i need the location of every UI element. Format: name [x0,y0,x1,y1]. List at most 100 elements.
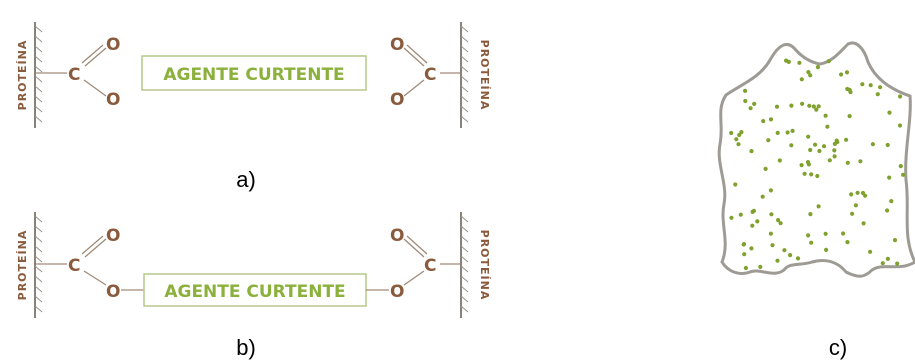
hide-dot [853,203,859,208]
hide-dot [738,212,743,217]
hide-dot [782,248,787,253]
hide-dot [776,218,781,223]
hide-dot [751,208,757,213]
hide-dot [760,194,765,199]
hide-dot [845,240,850,245]
hide-dot [823,231,828,236]
hide-dot [892,238,898,243]
hide-dot [807,103,812,108]
hide-dot [768,188,774,193]
hide-outline [717,41,915,278]
hide-dot [821,144,827,149]
hide-dot [844,70,850,75]
hide-dot [743,88,748,93]
hide-dot [806,134,811,139]
hide-dot [901,172,906,177]
hide-dot [749,149,754,154]
hide-dot [743,98,748,104]
hide-dot [752,101,757,106]
hide-dots [729,58,906,271]
hide-dot [889,199,894,204]
oxygen-atom-left-bottom-b: O [106,282,120,302]
hide-dot [734,137,739,142]
hide-dot [855,190,860,195]
hide-dot [809,172,814,177]
hide-dot [795,256,801,261]
carbon-atom-right-b: C [424,256,436,276]
hide-dot [848,90,853,95]
hide-dot [858,159,863,164]
hide-dot [733,182,738,187]
caption-b: b) [236,335,256,360]
hide-dot [813,142,818,147]
oxygen-atom-right-bottom: O [390,90,404,110]
hide-dot [844,137,849,142]
hide-dot [814,107,819,112]
hide-dot [737,132,742,138]
protein-label-left: PROTEÍNA [16,40,29,111]
hide-dot [750,223,755,228]
hide-dot [826,59,831,64]
carbon-atom-left-b: C [68,256,80,276]
protein-label-right: PROTEÍNA [478,40,491,111]
panel-b: PROTEÍNA C O O AGENTE CURTENTE O O C [16,212,491,360]
hide-dot [887,110,892,115]
hide-dot [870,142,876,147]
hide-dot [736,142,741,147]
agent-box [141,55,367,91]
hide-dot [824,247,829,252]
hide-dot [875,92,880,97]
hide-dot [841,231,846,236]
hide-dot [839,72,844,77]
hide-dot [775,258,780,263]
hide-dot [815,173,820,179]
oxygen-atom-left-top: O [106,35,120,55]
hide-dot [861,221,866,226]
hide-dot [887,175,892,180]
hide-dot [778,221,783,226]
hide-dot [742,252,747,257]
hide-dot [799,77,804,82]
hide-dot [770,243,775,248]
hide-dot [806,233,811,238]
hide-dot [802,171,807,176]
hide-dot [898,164,903,169]
panel-c: c) [717,41,915,360]
hide-dot [825,124,830,129]
hide-dot [811,104,816,109]
oxygen-atom-right-top-b: O [390,226,404,246]
hide-dot [729,215,734,220]
agent-label-b: AGENTE CURTENTE [164,282,345,302]
hide-dot [788,253,793,258]
agent-label: AGENTE CURTENTE [163,65,344,85]
hide-dot [845,86,850,92]
hide-dot [758,264,763,269]
hide-dot [823,113,828,118]
hide-dot [850,211,855,216]
hide-dot [739,130,744,135]
protein-wall-left-b [34,212,43,318]
hide-dot [775,130,780,135]
oxygen-atom-left-bottom: O [106,90,120,110]
carbon-atom-left: C [68,65,80,85]
hide-dot [789,103,794,108]
hide-dot [860,190,866,196]
hide-dot [885,208,890,213]
hide-dot [897,123,903,128]
hide-dot [834,138,839,143]
hide-dot [898,94,903,99]
carbon-atom-right: C [424,65,436,85]
hide-dot [847,114,852,119]
hide-dot [868,83,873,88]
hide-dot [817,148,822,154]
hide-dot [805,160,811,165]
hide-dot [827,158,832,163]
hide-dot [766,138,771,143]
hide-dot [815,65,821,70]
hide-dot [797,60,802,65]
hide-dot [729,130,734,136]
hide-dot [845,160,850,165]
caption-a: a) [236,167,256,192]
hide-dot [741,242,746,247]
hide-dot [816,104,821,109]
